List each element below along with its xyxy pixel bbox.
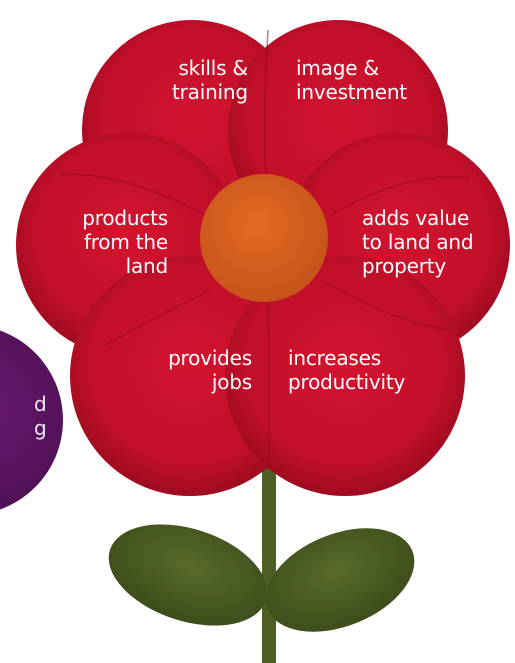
petal-text: to land and (362, 230, 474, 254)
side-circle-text: g (34, 416, 47, 440)
petal-label-middle-right: adds value to land and property (362, 206, 474, 278)
petal-label-top-left: skills & training (172, 56, 248, 104)
petal-text: from the (83, 230, 168, 254)
leaf-right (265, 528, 415, 632)
petal-text: products (82, 206, 168, 230)
petal-label-top-right: image & investment (296, 56, 407, 104)
petal-text: skills & (178, 56, 248, 80)
side-circle-text: d (34, 392, 47, 416)
petal-text: property (362, 254, 447, 278)
side-circle-label: d g (34, 392, 47, 440)
petal-text: land (125, 254, 169, 278)
petal-text: productivity (288, 370, 406, 394)
petal-label-middle-left: products from the land (72, 206, 168, 278)
flower-center (200, 174, 328, 302)
petal-text: jobs (211, 370, 252, 394)
petal-dividers (59, 29, 471, 471)
leaf-left (108, 524, 268, 626)
petal-text: provides (168, 346, 252, 370)
petal-bottom-right (225, 256, 465, 496)
side-circle (0, 330, 63, 510)
petal-text: investment (296, 80, 407, 104)
petal-label-bottom-left: provides jobs (160, 346, 252, 394)
petal-text: adds value (362, 206, 470, 230)
petal-text: increases (288, 346, 381, 370)
petal-text: training (172, 80, 248, 104)
petal-text: image & (296, 56, 379, 80)
petal-label-bottom-right: increases productivity (288, 346, 405, 394)
